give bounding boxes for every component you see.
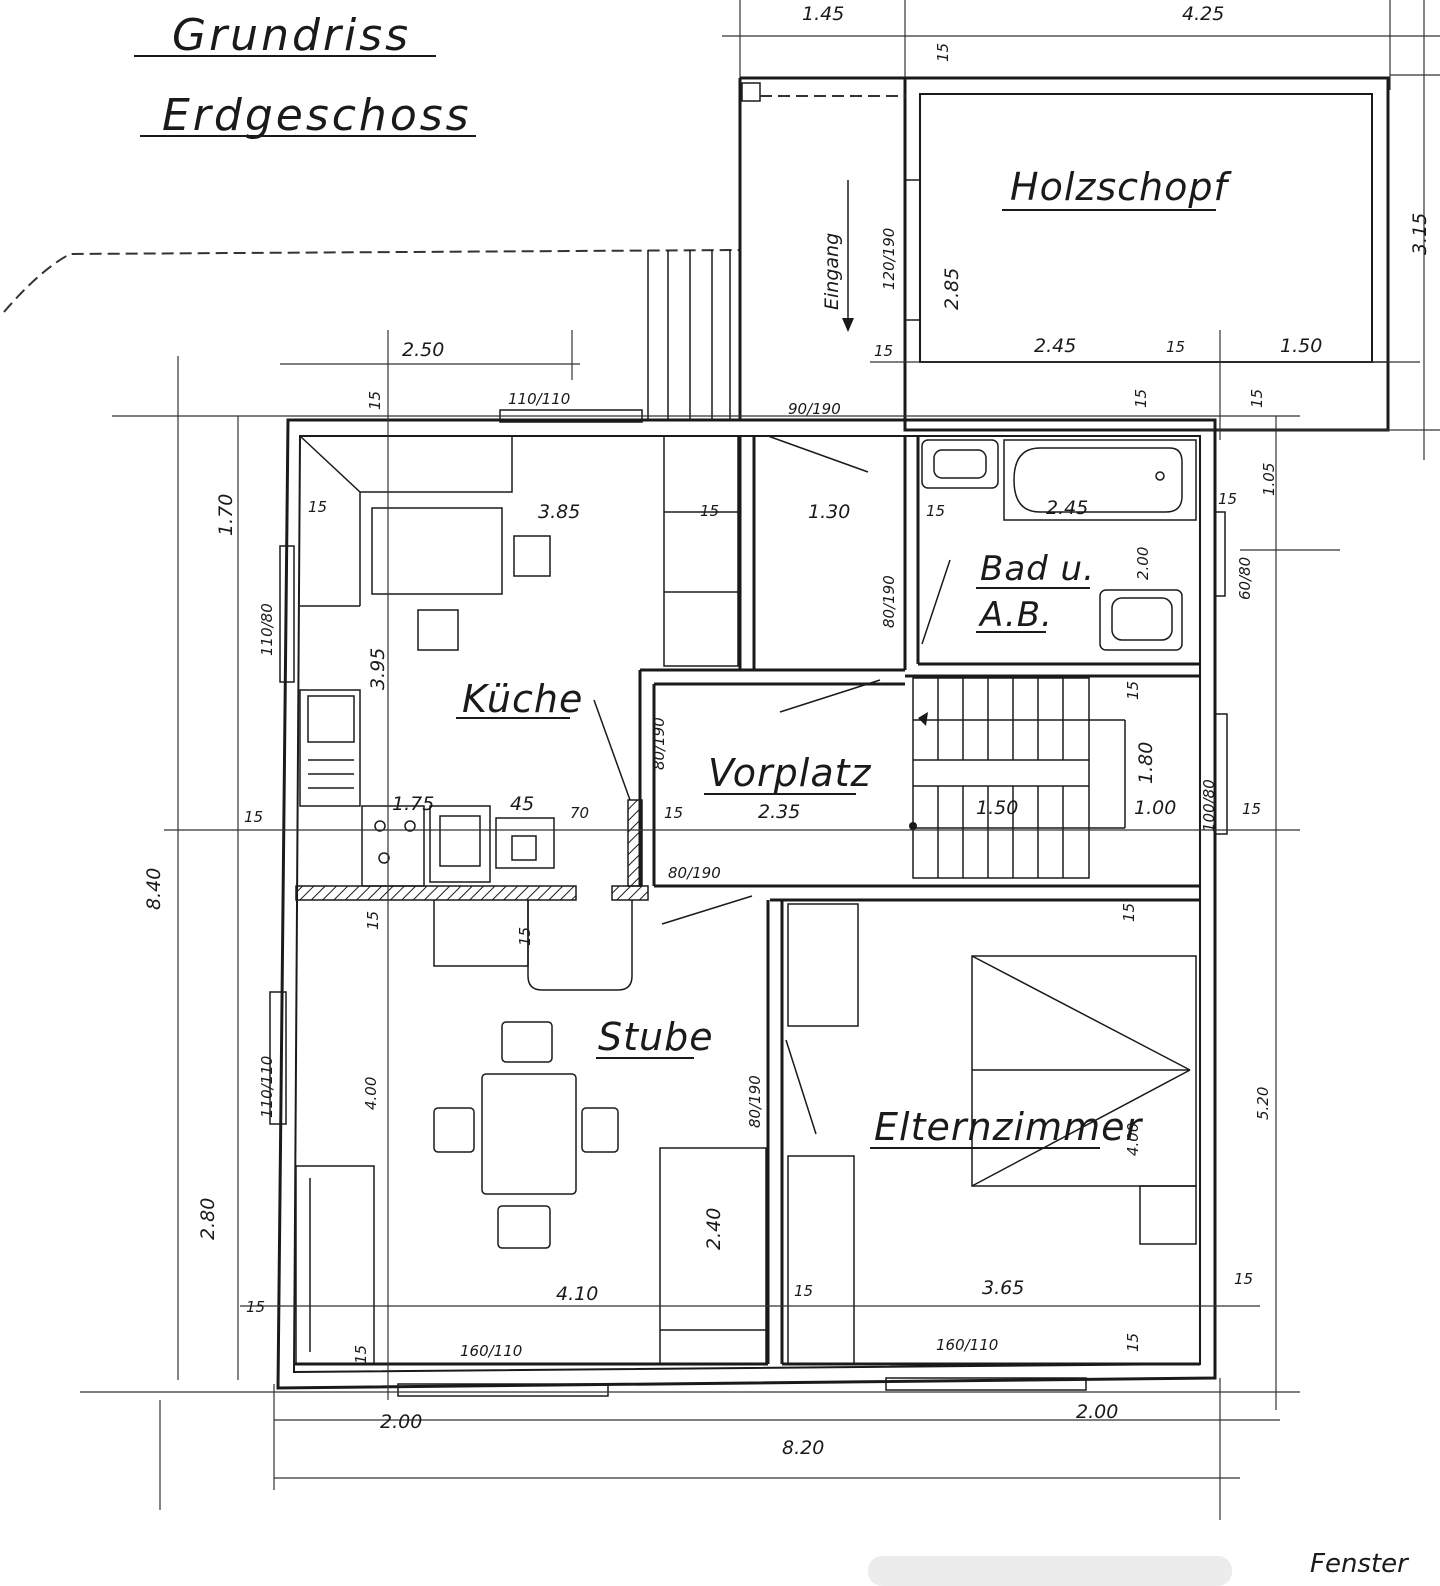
dim-stube-400: 4.00 xyxy=(362,1077,380,1110)
dim-window-110-80: 110/80 xyxy=(258,603,276,656)
dim-15-i: 15 xyxy=(308,498,327,516)
dim-window-110-110-b: 110/110 xyxy=(258,1056,276,1118)
dim-840: 8.40 xyxy=(143,868,165,910)
holzschopf-structure: Holzschopf 2.45 15 1.50 2.85 15 xyxy=(738,76,1440,440)
dim-window-160-110-b: 160/110 xyxy=(936,1336,998,1354)
dim-holzschopf-15b: 15 xyxy=(874,342,893,360)
dim-250: 2.50 xyxy=(402,339,444,361)
dim-top-425: 4.25 xyxy=(1182,3,1224,25)
dim-15-left-mid: 15 xyxy=(244,808,263,826)
dim-15-r: 15 xyxy=(794,1282,813,1300)
room-labels: Küche Stube Elternzimmer Vorplatz Bad u.… xyxy=(456,549,1143,1149)
terrain-line xyxy=(3,249,741,313)
bath-fixtures xyxy=(767,435,1197,651)
dim-15-t: 15 xyxy=(352,1345,370,1364)
dim-15-top-right: 15 xyxy=(1248,389,1266,408)
top-dimension-chain: 1.45 4.25 3.15 15 xyxy=(722,0,1440,460)
dim-240: 2.40 xyxy=(703,1208,725,1250)
dimension-lines xyxy=(80,330,1340,1520)
dim-holzschopf-285: 2.85 xyxy=(941,268,963,310)
dim-eltern-400: 4.00 xyxy=(1124,1123,1142,1156)
dim-window-110-110: 110/110 xyxy=(508,390,570,408)
dim-holzschopf-245: 2.45 xyxy=(1034,335,1076,357)
door-swings xyxy=(661,679,881,1135)
dim-door-80-190-b: 80/190 xyxy=(650,717,668,770)
dim-door-80-190-c: 80/190 xyxy=(668,864,721,882)
title-line-1: Grundriss xyxy=(172,10,411,61)
dim-top-145: 1.45 xyxy=(802,3,844,25)
dim-bottom-200-a: 2.00 xyxy=(380,1411,422,1433)
dim-15-q: 15 xyxy=(246,1298,265,1316)
dim-15-o: 15 xyxy=(516,927,534,946)
dim-15-f: 15 xyxy=(700,502,719,520)
dim-holzschopf-150: 1.50 xyxy=(1280,335,1322,357)
dim-door-90-190: 90/190 xyxy=(788,400,841,418)
dim-70: 70 xyxy=(570,804,589,822)
dim-right-315: 3.15 xyxy=(1409,213,1431,255)
dim-stair-150: 1.50 xyxy=(976,797,1018,819)
dim-window-60-80: 60/80 xyxy=(1236,557,1254,600)
stube-furniture xyxy=(295,900,767,1365)
dim-15-u: 15 xyxy=(1124,1333,1142,1352)
dim-395: 3.95 xyxy=(367,648,389,690)
drawing-title: Grundriss Erdgeschoss xyxy=(134,10,476,141)
dim-105: 1.05 xyxy=(1260,463,1278,496)
dim-100: 1.00 xyxy=(1134,797,1176,819)
staircase xyxy=(909,677,1126,879)
dim-365: 3.65 xyxy=(982,1277,1024,1299)
dim-bad-200: 2.00 xyxy=(1134,547,1152,580)
dim-window-100-80: 100/80 xyxy=(1200,779,1218,832)
label-bad-2: A.B. xyxy=(978,595,1053,635)
dimension-texts: 2.50 15 110/110 90/190 15 3.85 15 1.30 1… xyxy=(143,339,1278,1459)
title-line-2: Erdgeschoss xyxy=(162,90,472,141)
label-eingang: Eingang xyxy=(821,233,843,310)
label-vorplatz: Vorplatz xyxy=(708,751,872,795)
dim-window-160-110-a: 160/110 xyxy=(460,1342,522,1360)
dim-820: 8.20 xyxy=(782,1437,824,1459)
dim-280: 2.80 xyxy=(197,1198,219,1240)
dim-15-g: 15 xyxy=(926,502,945,520)
dim-15-c: 15 xyxy=(1132,389,1150,408)
dim-385: 3.85 xyxy=(538,501,580,523)
elternzimmer-furniture xyxy=(787,903,1197,1365)
dim-door-80-190-a: 80/190 xyxy=(880,575,898,628)
label-elternzimmer: Elternzimmer xyxy=(874,1105,1143,1149)
dim-15-k: 15 xyxy=(664,804,683,822)
dim-235: 2.35 xyxy=(758,801,800,823)
dim-15-p: 15 xyxy=(1120,903,1138,922)
label-stube: Stube xyxy=(598,1015,714,1059)
dim-door-80-190-d: 80/190 xyxy=(746,1075,764,1128)
dim-170: 1.70 xyxy=(215,494,237,536)
dim-15-a: 15 xyxy=(366,391,384,410)
label-bad-1: Bad u. xyxy=(980,549,1095,589)
label-kueche: Küche xyxy=(462,677,583,721)
dim-15-s: 15 xyxy=(1234,1270,1253,1288)
dim-15-h: 15 xyxy=(1218,490,1237,508)
eingang-area: Eingang 120/190 xyxy=(647,180,898,420)
bottom-overlay-bar xyxy=(868,1556,1232,1586)
dim-door-120-190: 120/190 xyxy=(880,228,898,290)
dim-15-j: 15 xyxy=(1124,681,1142,700)
dim-15-l: 15 xyxy=(1242,800,1261,818)
footer-note: Fenster xyxy=(1310,1549,1410,1576)
dim-180: 1.80 xyxy=(1135,742,1157,784)
dim-175: 1.75 xyxy=(392,793,434,815)
dim-bad-245: 2.45 xyxy=(1046,497,1088,519)
dim-520: 5.20 xyxy=(1254,1087,1272,1120)
dim-holzschopf-15: 15 xyxy=(1166,338,1185,356)
dim-130: 1.30 xyxy=(808,501,850,523)
dim-15-top: 15 xyxy=(934,43,952,62)
dim-15-n: 15 xyxy=(364,911,382,930)
kitchen-furniture xyxy=(299,435,739,887)
dim-45: 45 xyxy=(510,793,534,815)
label-holzschopf: Holzschopf xyxy=(1010,165,1232,209)
dim-bottom-200-b: 2.00 xyxy=(1076,1401,1118,1423)
dim-410: 4.10 xyxy=(556,1283,598,1305)
